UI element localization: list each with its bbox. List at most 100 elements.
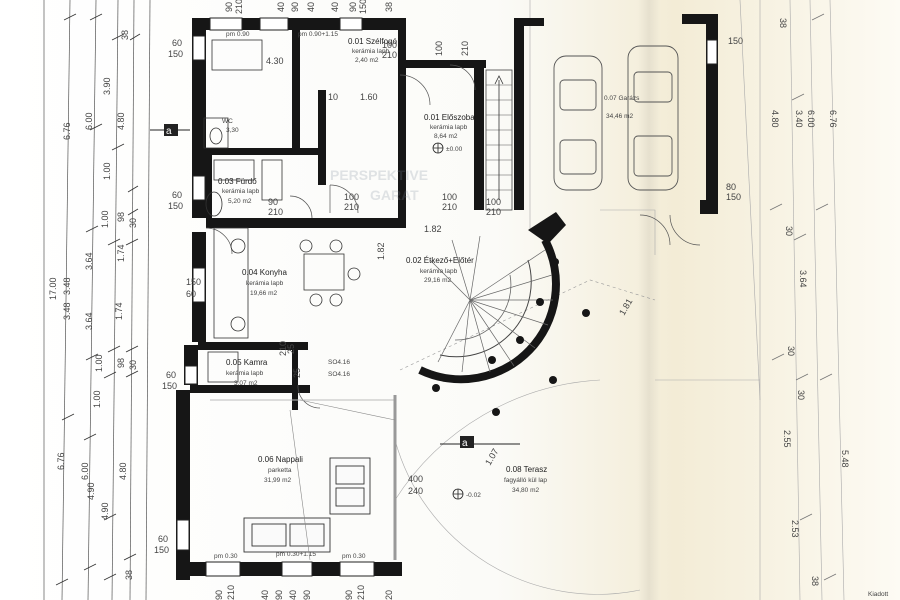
measure: 25	[292, 368, 302, 378]
spiral-staircase	[418, 235, 590, 416]
opening-label: 20	[384, 590, 394, 600]
door-tag: 100	[442, 192, 457, 202]
room-area: 8,64 m2	[434, 133, 458, 140]
sill-label: pm 0.90	[226, 31, 250, 38]
room-name: 0.04 Konyha	[242, 268, 287, 277]
dim-label: 6.76	[62, 122, 72, 140]
window-tag: 60	[166, 370, 176, 380]
room-entry: 0.01 Előszoba kerámia lapb 8,64 m2	[424, 113, 475, 140]
measure: SO4.16	[328, 371, 350, 378]
door-tag: 400	[408, 474, 423, 484]
dim-label: 30	[786, 346, 796, 356]
sill-label: pm 0.30	[214, 553, 238, 560]
measure: 1.60	[360, 92, 378, 102]
dim-label: 4.80	[770, 110, 780, 128]
door-tag: 100	[434, 41, 444, 56]
right-dimension-lines	[759, 0, 845, 600]
dim-label: 17.00	[48, 277, 58, 300]
window-tag: 60	[172, 38, 182, 48]
room-pantry: 0.05 Kamra kerámia lapb 3,07 m2	[226, 358, 268, 387]
opening-label: 210	[356, 585, 366, 600]
kitchen-furniture	[207, 227, 361, 383]
window-tag: 60	[186, 289, 196, 299]
sill-label: pm 0.90+1.15	[298, 31, 338, 38]
dim-label: 1.00	[94, 354, 104, 372]
dim-label: 6.00	[806, 110, 816, 128]
sill-label: pm 0.30	[342, 553, 366, 560]
bottom-opening-labels: 90 210 40 90 40 90 90 210 20	[214, 585, 394, 600]
bathroom-fixtures	[203, 39, 283, 217]
room-floor: fagyálló kül lap	[504, 477, 547, 484]
window-tags: 60 150 60 150 150 60 60 150 60 150	[154, 38, 201, 555]
straight-staircase	[485, 69, 513, 211]
room-floor: kerámia lapb	[246, 280, 284, 287]
top-opening-labels: 90 210 40 90 40 40 90 150 38	[224, 0, 394, 14]
door-tag: 100	[382, 40, 397, 50]
dim-label: 3.64	[84, 312, 94, 330]
room-living: 0.06 Nappali parketta 31,99 m2	[258, 455, 303, 484]
room-name: 0.01 Előszoba	[424, 113, 475, 122]
left-dim-col-d: 1.00 1.00 1.00 1.00 4.80 4.90 38 98 30 3…	[92, 30, 138, 580]
door-tags: 100 210 100 210 90 210 100 210 80 150 10…	[268, 40, 741, 496]
door-swings	[205, 64, 701, 409]
dim-label: 30	[128, 360, 138, 370]
room-floor: kerámia lapb	[420, 268, 458, 275]
door-tag: 240	[408, 486, 423, 496]
opening-label: 150	[358, 0, 368, 14]
dim-label: 1.00	[102, 162, 112, 180]
room-dining: 0.02 Étkező+Előtér kerámia lapb 29,16 m2	[406, 256, 474, 284]
door-tag: 100	[486, 197, 501, 207]
door-tag: 210	[442, 202, 457, 212]
door-tag: 80	[726, 182, 736, 192]
right-dim-labels: 6.76 5.48 3.64 4.80 3.40 6.00 2.55 2.53 …	[770, 18, 850, 586]
room-name: 0.08 Terasz	[506, 465, 547, 474]
room-bath: 0.03 Fürdő kerámia lapb 5,20 m2	[218, 177, 260, 205]
window-tag: 150	[154, 545, 169, 555]
room-name: 0.01 Szélfogó	[348, 37, 397, 46]
room-floor: kerámia lapb	[226, 370, 264, 377]
dim-label: 3.64	[84, 252, 94, 270]
room-area: 19,66 m2	[250, 290, 277, 297]
dim-label: 3.40	[794, 110, 804, 128]
measure: 1.82	[376, 242, 386, 260]
dim-label: 1.74	[114, 302, 124, 320]
window-tag: 60	[158, 534, 168, 544]
dim-label: 98	[116, 358, 126, 368]
dim-label: 1.00	[92, 390, 102, 408]
left-dim-col-a: 17.00 6.76 3.48 3.48 6.76	[48, 122, 72, 470]
window-tag: 150	[168, 49, 183, 59]
room-area: 34,46 m2	[606, 113, 633, 120]
room-name: 0.03 Fürdő	[218, 177, 257, 186]
opening-label: 90	[274, 590, 284, 600]
watermark: PERSPEKTIVE GARAT	[330, 167, 428, 203]
corner-label: Kiadott	[868, 591, 888, 598]
window-tag: 60	[172, 190, 182, 200]
left-dim-col-c: 3.90 4.90 4.80 1.74 1.74	[86, 77, 126, 500]
opening-label: 40	[276, 2, 286, 12]
measure: 10	[328, 92, 338, 102]
door-tag: 210	[268, 207, 283, 217]
opening-label: 40	[288, 590, 298, 600]
room-floor: kerámia lapb	[222, 188, 260, 195]
door-tag: 90	[268, 197, 278, 207]
room-vestibule: 0.01 Szélfogó kerámia lapb 2,40 m2	[348, 37, 397, 64]
measure: 150	[728, 36, 743, 46]
opening-label: 90	[290, 2, 300, 12]
room-area: 29,16 m2	[424, 277, 451, 284]
measure: 1.07	[483, 447, 500, 467]
left-dimension-lines	[43, 0, 151, 600]
outline-lines	[394, 0, 761, 595]
door-tag: 210	[460, 41, 470, 56]
dim-label: 6.00	[84, 112, 94, 130]
measure: 25	[286, 344, 296, 354]
room-floor: parketta	[268, 467, 292, 474]
room-area: 31,99 m2	[264, 477, 291, 484]
window-tag: 150	[186, 277, 201, 287]
room-name: 0.05 Kamra	[226, 358, 268, 367]
opening-label: 90	[224, 2, 234, 12]
room-area: 34,80 m2	[512, 487, 539, 494]
dim-label: 3.64	[798, 270, 808, 288]
room-kitchen: 0.04 Konyha kerámia lapb 19,66 m2	[242, 268, 287, 297]
